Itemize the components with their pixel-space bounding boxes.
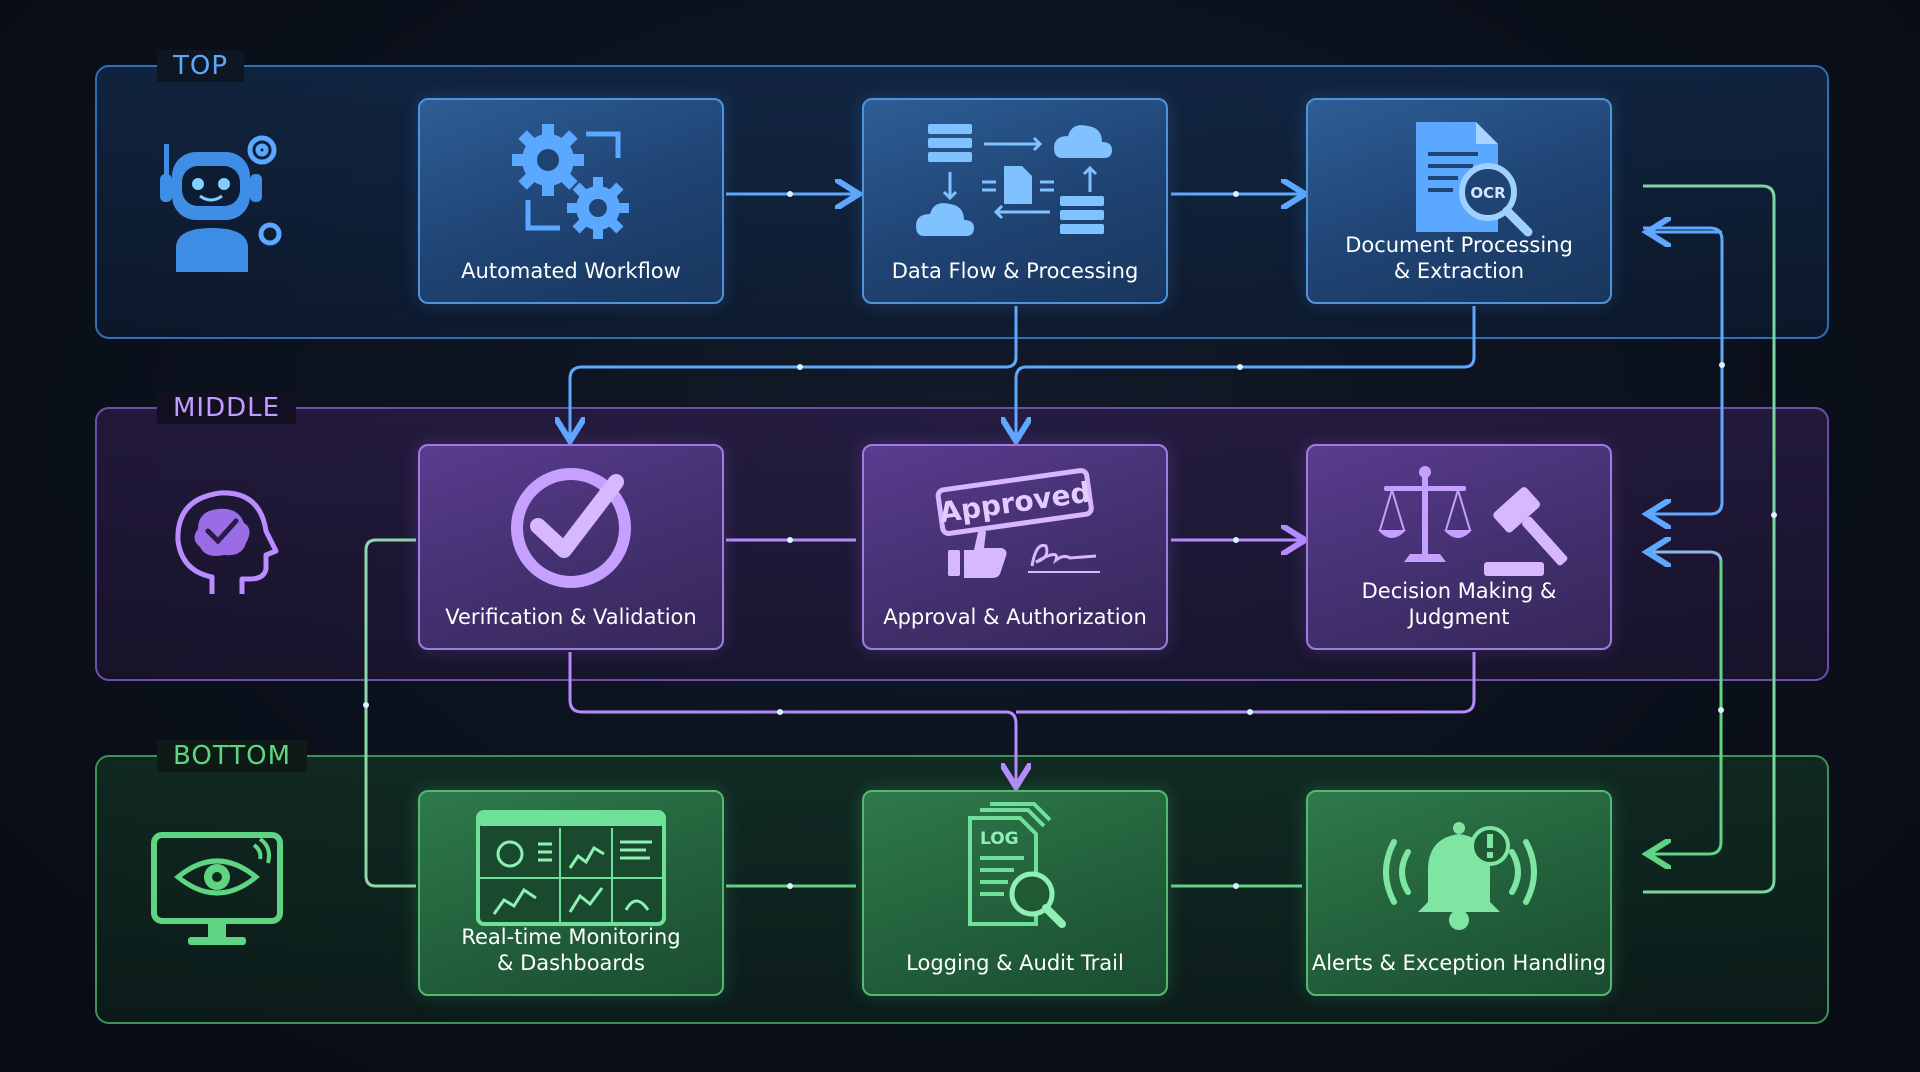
log-search-icon: LOG	[968, 802, 1066, 928]
data-flow-icon	[916, 124, 1112, 236]
log-text: LOG	[980, 829, 1019, 849]
card-label: Approval & Authorization	[883, 605, 1147, 629]
robot-icon	[160, 135, 282, 272]
scales-gavel-icon	[1378, 466, 1568, 576]
dashboard-icon	[476, 810, 666, 926]
approved-stamp-icon: Approved	[935, 468, 1100, 578]
card-label: Document Processing & Extraction	[1345, 233, 1573, 283]
card-monitoring[interactable]: Real-time Monitoring & Dashboards	[418, 790, 724, 996]
card-label: Real-time Monitoring & Dashboards	[461, 925, 681, 975]
gears-icon	[512, 124, 629, 239]
brain-head-icon	[175, 490, 279, 594]
card-logging[interactable]: LOG Logging & Audit Trail	[862, 790, 1168, 996]
card-label: Alerts & Exception Handling	[1311, 951, 1607, 975]
card-verification[interactable]: Verification & Validation	[418, 444, 724, 650]
card-document-processing[interactable]: OCR Document Processing & Extraction	[1306, 98, 1612, 304]
alert-bell-icon	[1383, 822, 1537, 930]
lane-label-top: TOP	[157, 50, 245, 82]
card-label: Verification & Validation	[445, 605, 697, 629]
checkmark-icon	[511, 468, 631, 588]
card-label: Data Flow & Processing	[891, 259, 1139, 283]
monitor-eye-icon	[151, 832, 283, 945]
ocr-document-icon: OCR	[1416, 122, 1533, 237]
card-data-flow[interactable]: Data Flow & Processing	[862, 98, 1168, 304]
ocr-text: OCR	[1470, 184, 1506, 202]
card-label: Decision Making & Judgment	[1361, 579, 1557, 629]
card-decision[interactable]: Decision Making & Judgment	[1306, 444, 1612, 650]
approved-text: Approved	[937, 476, 1092, 530]
card-label: Automated Workflow	[461, 259, 681, 283]
card-alerts[interactable]: Alerts & Exception Handling	[1306, 790, 1612, 996]
card-automated-workflow[interactable]: Automated Workflow	[418, 98, 724, 304]
lane-label-bottom: BOTTOM	[157, 740, 308, 772]
card-approval[interactable]: Approved Approval & Authorization	[862, 444, 1168, 650]
lane-label-middle: MIDDLE	[157, 392, 297, 424]
card-label: Logging & Audit Trail	[906, 951, 1124, 975]
